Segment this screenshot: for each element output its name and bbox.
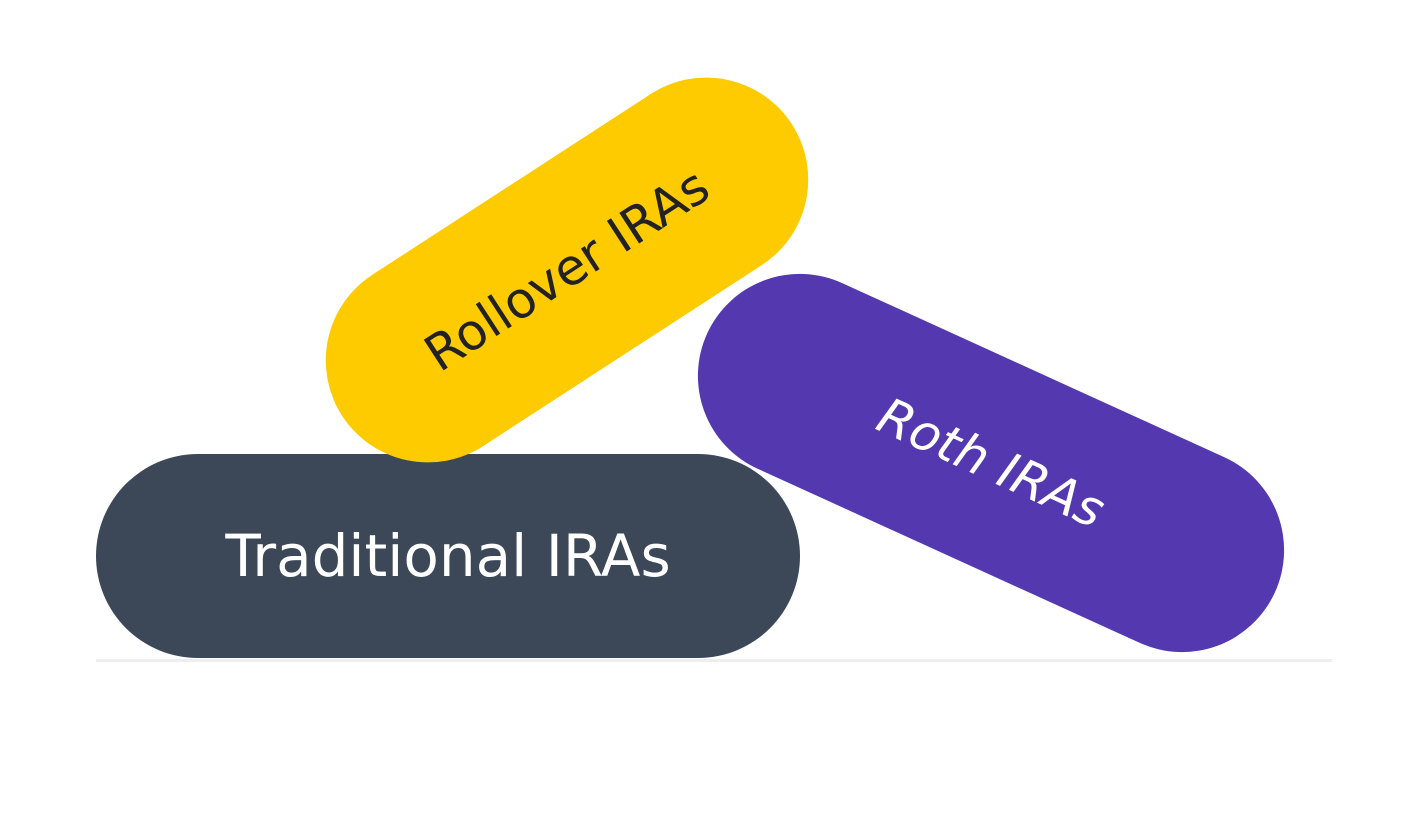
rollover-ira-label: Rollover IRAs [414,156,720,384]
ground-line [96,659,1332,662]
traditional-ira-label: Traditional IRAs [225,522,671,590]
traditional-ira-pill: Traditional IRAs [96,454,800,658]
roth-ira-label: Roth IRAs [868,386,1114,540]
